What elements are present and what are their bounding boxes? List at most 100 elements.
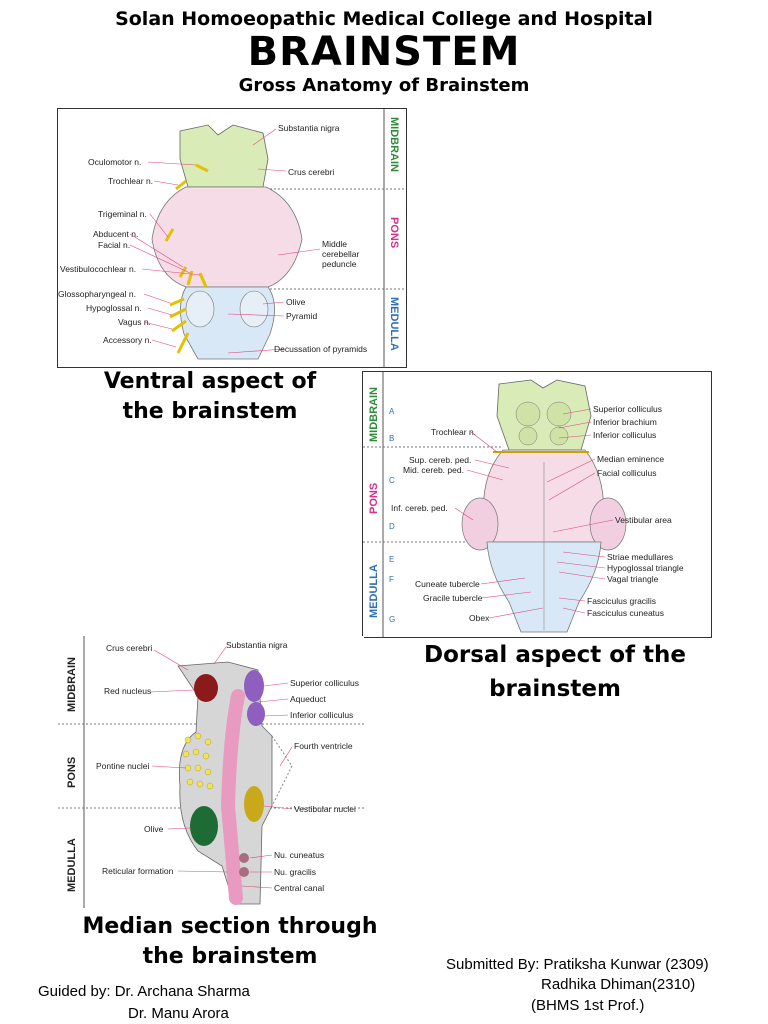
guided-by-line2: Dr. Manu Arora xyxy=(128,1005,229,1022)
median-caption: Median section through the brainstem xyxy=(80,912,380,972)
median-region-midbrain: MIDBRAIN xyxy=(66,657,78,712)
ventral-midbrain-shape xyxy=(179,124,269,188)
ventral-region-medulla: MEDULLA xyxy=(388,297,400,351)
label-median-substantia-nigra: Substantia nigra xyxy=(226,640,288,650)
marker-a: A xyxy=(389,407,395,416)
dorsal-midbrain-shape xyxy=(496,379,592,451)
median-caption-line1: Median section through xyxy=(82,914,378,939)
label-hypoglossal: Hypoglossal n. xyxy=(86,303,142,313)
label-accessory: Accessory n. xyxy=(103,335,152,345)
dorsal-region-pons: PONS xyxy=(368,483,380,514)
label-median-eminence: Median eminence xyxy=(597,454,664,464)
label-decussation: Decussation of pyramids xyxy=(274,344,367,354)
label-dorsal-trochlear: Trochlear n. xyxy=(431,427,476,437)
label-cuneate-tubercle: Cuneate tubercle xyxy=(415,579,480,589)
label-inferior-colliculus: Inferior colliculus xyxy=(593,430,656,440)
label-hypoglossal-triangle: Hypoglossal triangle xyxy=(607,563,684,573)
dorsal-region-midbrain: MIDBRAIN xyxy=(368,387,380,442)
marker-b: B xyxy=(389,434,394,443)
marker-g: G xyxy=(389,615,395,624)
ventral-caption-line1: Ventral aspect of xyxy=(103,369,317,394)
label-middle: Middle xyxy=(322,239,347,249)
page-title: BRAINSTEM xyxy=(247,29,521,75)
label-nu-gracilis: Nu. gracilis xyxy=(274,867,316,877)
label-mid-cereb-ped: Mid. cereb. ped. xyxy=(403,465,464,475)
label-aqueduct: Aqueduct xyxy=(290,694,327,704)
label-median-superior-colliculus: Superior colliculus xyxy=(290,678,359,688)
label-fourth-ventricle: Fourth ventricle xyxy=(294,741,353,751)
marker-d: D xyxy=(389,522,395,531)
ventral-region-midbrain: MIDBRAIN xyxy=(388,117,400,172)
label-median-inferior-colliculus: Inferior colliculus xyxy=(290,710,353,720)
submitted-by-line3: (BHMS 1st Prof.) xyxy=(531,997,645,1014)
label-superior-colliculus: Superior colliculus xyxy=(593,404,662,414)
label-vestibular-area: Vestibular area xyxy=(615,515,672,525)
label-facial: Facial n. xyxy=(98,240,130,250)
label-trochlear: Trochlear n. xyxy=(108,176,153,186)
label-pyramid: Pyramid xyxy=(286,311,317,321)
label-cerebellar: cerebellar xyxy=(322,249,359,259)
label-vestibular-nuclei: Vestibular nuclei xyxy=(294,804,356,814)
median-figure: MIDBRAIN PONS MEDULLA xyxy=(58,636,364,908)
median-caption-line2: the brainstem xyxy=(142,944,318,969)
ventral-right-labels: Substantia nigra Crus cerebri Middle cer… xyxy=(274,123,367,354)
label-median-crus-cerebri: Crus cerebri xyxy=(106,643,152,653)
median-left-labels: Crus cerebri Red nucleus Pontine nuclei … xyxy=(96,643,174,876)
ventral-diagram: MIDBRAIN PONS MEDULLA Oculomotor n. Troc… xyxy=(58,109,406,367)
label-fasciculus-cuneatus: Fasciculus cuneatus xyxy=(587,608,664,618)
label-facial-colliculus: Facial colliculus xyxy=(597,468,657,478)
dorsal-left-labels: Trochlear n. Sup. cereb. ped. Mid. cereb… xyxy=(391,427,490,623)
label-vagus: Vagus n. xyxy=(118,317,151,327)
ventral-caption: Ventral aspect of the brainstem xyxy=(90,367,330,427)
label-inferior-brachium: Inferior brachium xyxy=(593,417,657,427)
dorsal-caption-line2: brainstem xyxy=(489,676,621,702)
label-median-olive: Olive xyxy=(144,824,164,834)
label-reticular-formation: Reticular formation xyxy=(102,866,174,876)
ventral-region-pons: PONS xyxy=(388,217,400,248)
label-oculomotor: Oculomotor n. xyxy=(88,157,141,167)
marker-c: C xyxy=(389,476,395,485)
label-gracile-tubercle: Gracile tubercle xyxy=(423,593,483,603)
label-obex: Obex xyxy=(469,613,490,623)
dorsal-figure: MIDBRAIN PONS MEDULLA A B C D E F G Troc… xyxy=(362,371,712,638)
ventral-nerve-roots xyxy=(164,163,209,354)
dorsal-caption: Dorsal aspect of the brainstem xyxy=(410,638,700,706)
ventral-caption-line2: the brainstem xyxy=(122,399,298,424)
median-region-pons: PONS xyxy=(66,757,78,788)
median-pink-column xyxy=(220,689,245,905)
label-vagal-triangle: Vagal triangle xyxy=(607,574,659,584)
label-central-canal: Central canal xyxy=(274,883,324,893)
dorsal-pons-shape xyxy=(483,449,605,543)
ventral-left-labels: Oculomotor n. Trochlear n. Trigeminal n.… xyxy=(58,157,153,345)
label-olive: Olive xyxy=(286,297,306,307)
median-right-labels: Substantia nigra Superior colliculus Aqu… xyxy=(226,640,359,893)
median-region-medulla: MEDULLA xyxy=(66,838,78,892)
label-abducent: Abducent n. xyxy=(93,229,138,239)
college-name: Solan Homoeopathic Medical College and H… xyxy=(115,8,653,30)
median-red-nucleus xyxy=(194,674,218,702)
dorsal-section-markers: A B C D E F G xyxy=(389,407,395,624)
label-nu-cuneatus: Nu. cuneatus xyxy=(274,850,324,860)
ventral-figure: MIDBRAIN PONS MEDULLA Oculomotor n. Troc… xyxy=(57,108,407,368)
label-pontine-nuclei: Pontine nuclei xyxy=(96,761,150,771)
median-olive-shape xyxy=(190,806,218,846)
label-vestibulocochlear: Vestibulocochlear n. xyxy=(60,264,136,274)
ventral-pons-shape xyxy=(151,186,303,288)
submitted-by-line2: Radhika Dhiman(2310) xyxy=(541,976,696,993)
label-glossopharyngeal: Glossopharyngeal n. xyxy=(58,289,136,299)
marker-e: E xyxy=(389,555,394,564)
dorsal-caption-line1: Dorsal aspect of the xyxy=(423,642,687,668)
label-trigeminal: Trigeminal n. xyxy=(98,209,147,219)
label-peduncle: peduncle xyxy=(322,259,357,269)
median-diagram: MIDBRAIN PONS MEDULLA xyxy=(58,636,364,908)
median-pontine-dots xyxy=(182,732,214,790)
marker-f: F xyxy=(389,575,394,584)
guided-by-line1: Guided by: Dr. Archana Sharma xyxy=(38,983,250,1000)
label-inf-cereb-ped: Inf. cereb. ped. xyxy=(391,503,448,513)
dorsal-right-labels: Superior colliculus Inferior brachium In… xyxy=(587,404,684,618)
label-red-nucleus: Red nucleus xyxy=(104,686,151,696)
label-crus-cerebri: Crus cerebri xyxy=(288,167,334,177)
label-sup-cereb-ped: Sup. cereb. ped. xyxy=(409,455,471,465)
label-fasciculus-gracilis: Fasciculus gracilis xyxy=(587,596,656,606)
dorsal-region-medulla: MEDULLA xyxy=(368,564,380,618)
